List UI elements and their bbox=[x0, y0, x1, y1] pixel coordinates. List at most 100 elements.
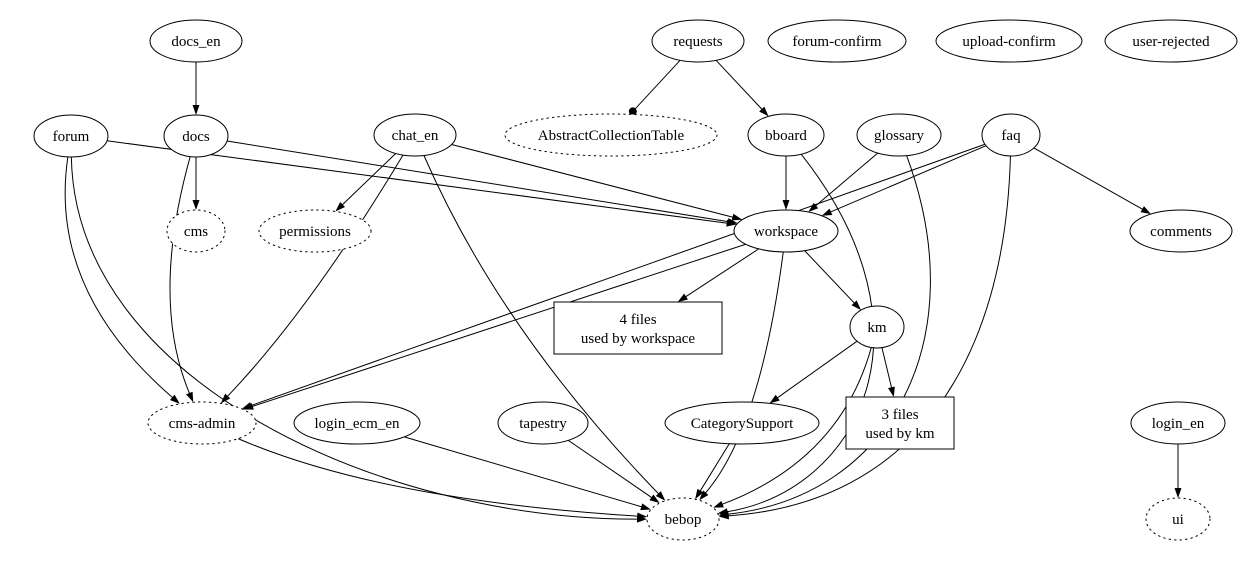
node-user-rejected: user-rejected bbox=[1104, 19, 1238, 63]
arrowhead-docs-cms bbox=[192, 200, 200, 210]
edge-CategorySupport-bebop bbox=[699, 443, 730, 492]
node-shape-login-ecm-en bbox=[293, 401, 421, 445]
arrowhead-chat_en-bebop bbox=[655, 491, 666, 501]
node-requests: requests bbox=[651, 19, 745, 63]
node-shape-faq bbox=[981, 113, 1041, 157]
node-label-comments: comments bbox=[1150, 224, 1212, 240]
node-workspace: workspace bbox=[733, 209, 839, 253]
arrowhead-forum-cms-admin bbox=[169, 394, 180, 404]
edge-workspace-bebop bbox=[704, 251, 784, 494]
node-shape-glossary bbox=[856, 113, 942, 157]
node-shape-cms-admin bbox=[147, 401, 257, 445]
node-shape-bboard bbox=[747, 113, 825, 157]
node-label-requests: requests bbox=[673, 34, 722, 50]
node-shape-ui bbox=[1145, 497, 1211, 541]
node-ui: ui bbox=[1145, 497, 1211, 541]
node-label-glossary: glossary bbox=[874, 128, 924, 144]
node-label-login-en: login_en bbox=[1152, 416, 1205, 432]
edge-requests-AbstractCollectionTable bbox=[629, 60, 681, 115]
node-comments: comments bbox=[1129, 209, 1233, 253]
node-label-docs: docs bbox=[182, 129, 210, 145]
node-km: km bbox=[849, 305, 905, 349]
node-shape-chat-en bbox=[373, 113, 457, 157]
arrowhead-km-CategorySupport bbox=[769, 394, 780, 404]
node-shape-workspace bbox=[733, 209, 839, 253]
node-label-docs-en: docs_en bbox=[171, 34, 221, 50]
node-bboard: bboard bbox=[747, 113, 825, 157]
arrowhead-tapestry-bebop bbox=[649, 494, 660, 504]
node-shape-comments bbox=[1129, 209, 1233, 253]
edge-km-CategorySupport bbox=[776, 340, 858, 399]
node-shape-permissions bbox=[258, 209, 372, 253]
edge-chat_en-cms-admin bbox=[226, 154, 404, 398]
arrowhead-cms-admin-bebop bbox=[637, 512, 648, 520]
arrowhead-workspace-files_workspace bbox=[677, 293, 688, 302]
edge-faq-cms-admin bbox=[250, 143, 986, 407]
edge-workspace-files_workspace bbox=[684, 248, 759, 298]
arrowhead-chat_en-cms-admin bbox=[220, 393, 231, 404]
edge-cms-admin-bebop bbox=[237, 438, 639, 517]
node-label-AbstractCollectionTable: AbstractCollectionTable bbox=[538, 128, 685, 144]
edge-chat_en-bebop bbox=[423, 155, 660, 495]
edge-faq-workspace bbox=[829, 145, 987, 213]
arrowhead-CategorySupport-bebop bbox=[695, 488, 704, 500]
node-shape-km bbox=[849, 305, 905, 349]
arrowhead-workspace-km bbox=[851, 300, 861, 311]
node-tapestry: tapestry bbox=[497, 401, 589, 445]
node-label-forum: forum bbox=[53, 129, 90, 145]
node-label-permissions: permissions bbox=[279, 224, 351, 240]
edge-chat_en-permissions bbox=[341, 153, 397, 206]
arrowhead-km-files_km bbox=[888, 386, 895, 397]
edge-requests-bboard bbox=[715, 59, 763, 111]
node-shape-login-en bbox=[1130, 401, 1226, 445]
arrowhead-workspace-cms-admin bbox=[243, 402, 254, 410]
node-faq: faq bbox=[981, 113, 1041, 157]
node-glossary: glossary bbox=[856, 113, 942, 157]
node-shape-files-workspace bbox=[553, 301, 723, 355]
node-shape-upload-confirm bbox=[935, 19, 1083, 63]
arrowhead-faq-bebop bbox=[718, 512, 729, 520]
node-label-km: km bbox=[867, 320, 887, 336]
node-label-ui: ui bbox=[1172, 512, 1184, 528]
node-shape-AbstractCollectionTable bbox=[504, 113, 718, 157]
edge-docs-workspace bbox=[226, 140, 729, 223]
node-label-CategorySupport: CategorySupport bbox=[691, 416, 794, 432]
arrowhead-glossary-workspace bbox=[808, 202, 819, 213]
node-shape-user-rejected bbox=[1104, 19, 1238, 63]
edge-forum-cms-admin bbox=[64, 156, 174, 399]
arrowhead-docs-workspace bbox=[727, 218, 738, 226]
node-forum-confirm: forum-confirm bbox=[767, 19, 907, 63]
node-label-workspace: workspace bbox=[754, 224, 818, 240]
node-docs-en: docs_en bbox=[149, 19, 243, 63]
node-login-ecm-en: login_ecm_en bbox=[293, 401, 421, 445]
node-shape-requests bbox=[651, 19, 745, 63]
edge-chat_en-workspace bbox=[451, 143, 734, 218]
node-shape-bebop bbox=[646, 497, 720, 541]
edge-workspace-km bbox=[804, 250, 856, 304]
edge-workspace-cms-admin bbox=[251, 243, 746, 408]
node-label-bboard: bboard bbox=[765, 128, 807, 144]
node-forum: forum bbox=[33, 114, 109, 158]
arrowhead-workspace-bebop bbox=[699, 490, 709, 501]
node-label-bebop: bebop bbox=[665, 512, 702, 528]
edge-login_ecm_en-bebop bbox=[404, 436, 643, 508]
node-CategorySupport: CategorySupport bbox=[664, 401, 820, 445]
node-shape-files-km bbox=[845, 396, 955, 450]
node-chat-en: chat_en bbox=[373, 113, 457, 157]
node-label-login-ecm-en: login_ecm_en bbox=[315, 416, 400, 432]
edge-faq-comments bbox=[1033, 147, 1144, 211]
arrowhead-faq-comments bbox=[1140, 206, 1151, 215]
arrowhead-docs_en-docs bbox=[192, 105, 200, 115]
arrowhead-requests-bboard bbox=[759, 106, 769, 117]
node-label-user-rejected: user-rejected bbox=[1132, 34, 1210, 50]
node-label-cms: cms bbox=[184, 224, 208, 240]
node-shape-forum bbox=[33, 114, 109, 158]
edge-bboard-bebop bbox=[726, 153, 875, 513]
edge-tapestry-bebop bbox=[568, 439, 653, 499]
arrowhead-login_en-ui bbox=[1174, 488, 1182, 498]
node-label-upload-confirm: upload-confirm bbox=[962, 34, 1056, 50]
node-label-faq: faq bbox=[1001, 128, 1021, 144]
